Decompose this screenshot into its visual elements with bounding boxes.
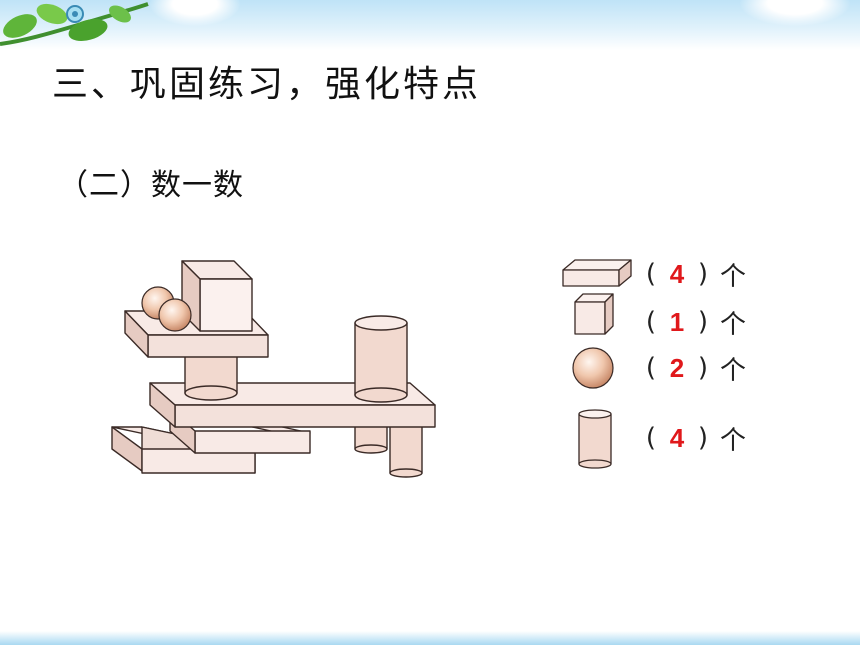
open-paren: (: [645, 423, 657, 453]
sphere-icon: [572, 347, 614, 389]
cylinder-short: [184, 354, 238, 401]
close-paren: ): [697, 259, 709, 289]
close-paren: ): [697, 423, 709, 453]
count-answer: 4: [669, 258, 685, 289]
count-row-cube: ( 1 ) 个: [640, 306, 747, 340]
cube: [181, 260, 253, 332]
header-band: [0, 0, 860, 50]
cylinder-tall: [354, 315, 408, 403]
count-row-sphere: ( 2 ) 个: [640, 352, 747, 386]
count-unit: 个: [720, 309, 747, 340]
open-paren: (: [645, 353, 657, 383]
close-paren: ): [697, 353, 709, 383]
open-paren: (: [645, 307, 657, 337]
cylinder-icon: [578, 409, 612, 469]
close-paren: ): [697, 307, 709, 337]
sphere-front: [158, 298, 192, 332]
count-answer: 1: [669, 306, 685, 337]
count-unit: 个: [720, 355, 747, 386]
slide-subtitle: （二）数一数: [58, 168, 244, 203]
cylinder-leg-left: [354, 424, 388, 454]
cylinder-leg-right: [389, 424, 423, 478]
count-answer: 2: [669, 352, 685, 383]
count-unit: 个: [720, 261, 747, 292]
block-scene-illustration: [111, 260, 436, 478]
slide-title: 三、巩固练习，强化特点: [52, 64, 482, 105]
footer-band: [0, 631, 860, 645]
count-row-cuboid: ( 4 ) 个: [640, 258, 747, 292]
count-unit: 个: [720, 425, 747, 456]
shape-legend-icons: [562, 259, 632, 469]
vine-leaf-decoration: [0, 2, 149, 46]
count-row-cylinder: ( 4 ) 个: [640, 422, 747, 456]
count-answer: 4: [669, 422, 685, 453]
cube-icon: [574, 293, 614, 335]
cuboid-icon: [562, 259, 632, 287]
open-paren: (: [645, 259, 657, 289]
